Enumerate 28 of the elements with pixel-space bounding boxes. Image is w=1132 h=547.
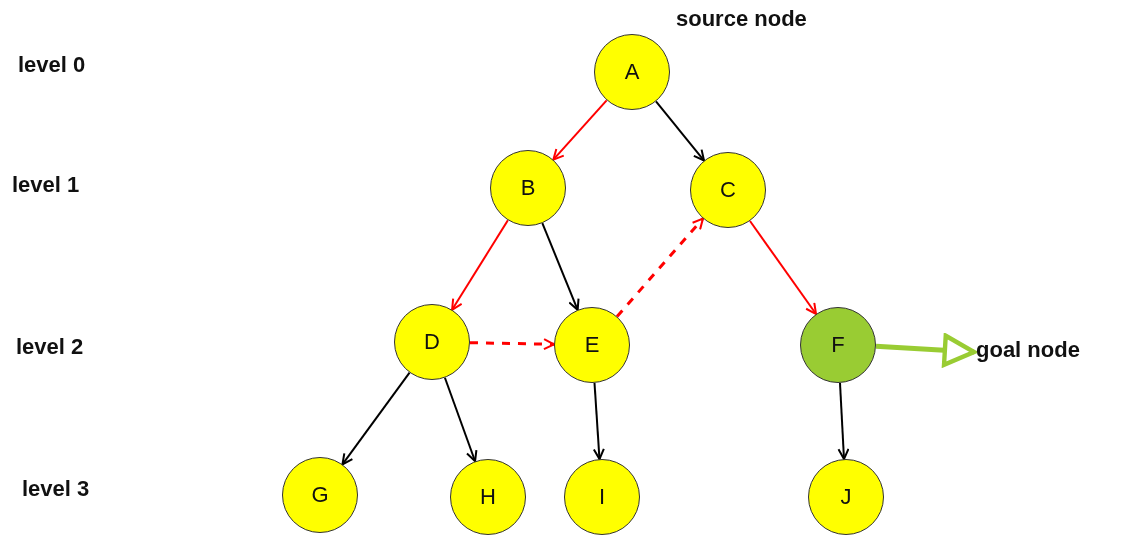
arrow [443,376,478,463]
arrow [592,381,605,461]
tree-node-circle: B [490,150,566,226]
level-label: level 0 [18,52,86,78]
arrow [655,100,705,162]
arrow [615,217,705,318]
tree-node-circle: H [450,459,526,535]
arrow [837,381,850,461]
arrow [451,219,509,311]
tree-node-circle: F [800,307,876,383]
level-label: level 2 [16,334,84,360]
tree-node-circle: I [564,459,640,535]
node-caption: source node [676,6,807,32]
tree-node-circle: D [394,304,470,380]
arrow [341,371,411,466]
arrow [469,338,555,351]
tree-node-circle: A [594,34,670,110]
node-label: goal node [976,337,1080,363]
arrow [552,99,608,161]
tree-node-circle: J [808,459,884,535]
tree-node-circle: E [554,307,630,383]
tree-node-circle: G [282,457,358,533]
arrow [541,222,580,311]
arrow [875,333,977,368]
arrow [749,220,817,315]
level-label: level 3 [22,476,90,502]
tree-node-circle: C [690,152,766,228]
level-label: level 1 [12,172,80,198]
